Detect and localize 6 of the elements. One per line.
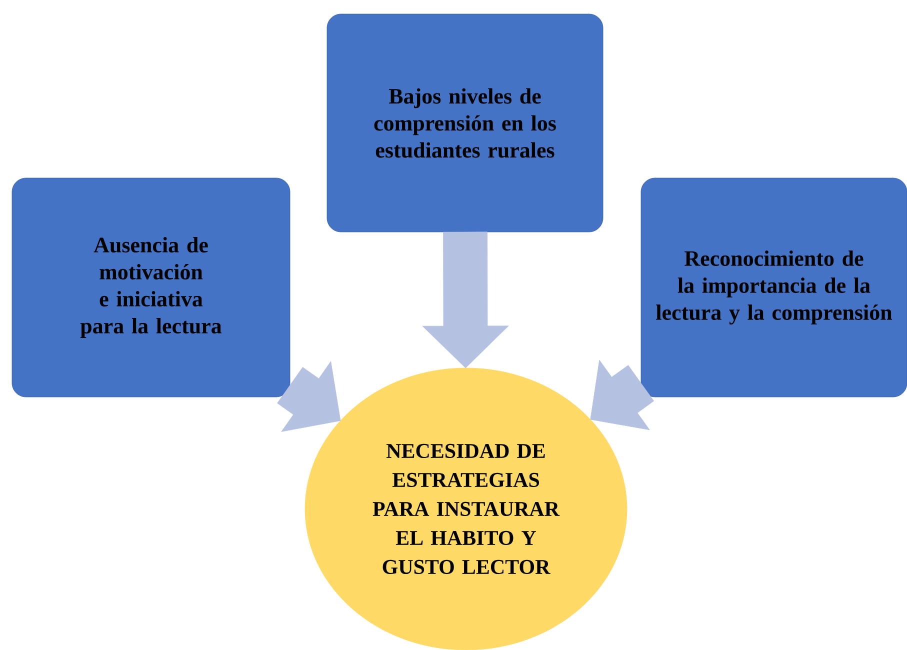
process-box: Ausencia de motivación e iniciativa para la lectura	[12, 178, 290, 398]
block-arrow	[590, 360, 654, 430]
block-arrow	[277, 361, 341, 432]
process-box: Bajos niveles de comprensión en los estudiantes rurales	[326, 14, 604, 232]
process-box: Reconocimiento de la importancia de la lectura y la comprensión	[640, 178, 907, 398]
block-arrow	[422, 232, 509, 368]
